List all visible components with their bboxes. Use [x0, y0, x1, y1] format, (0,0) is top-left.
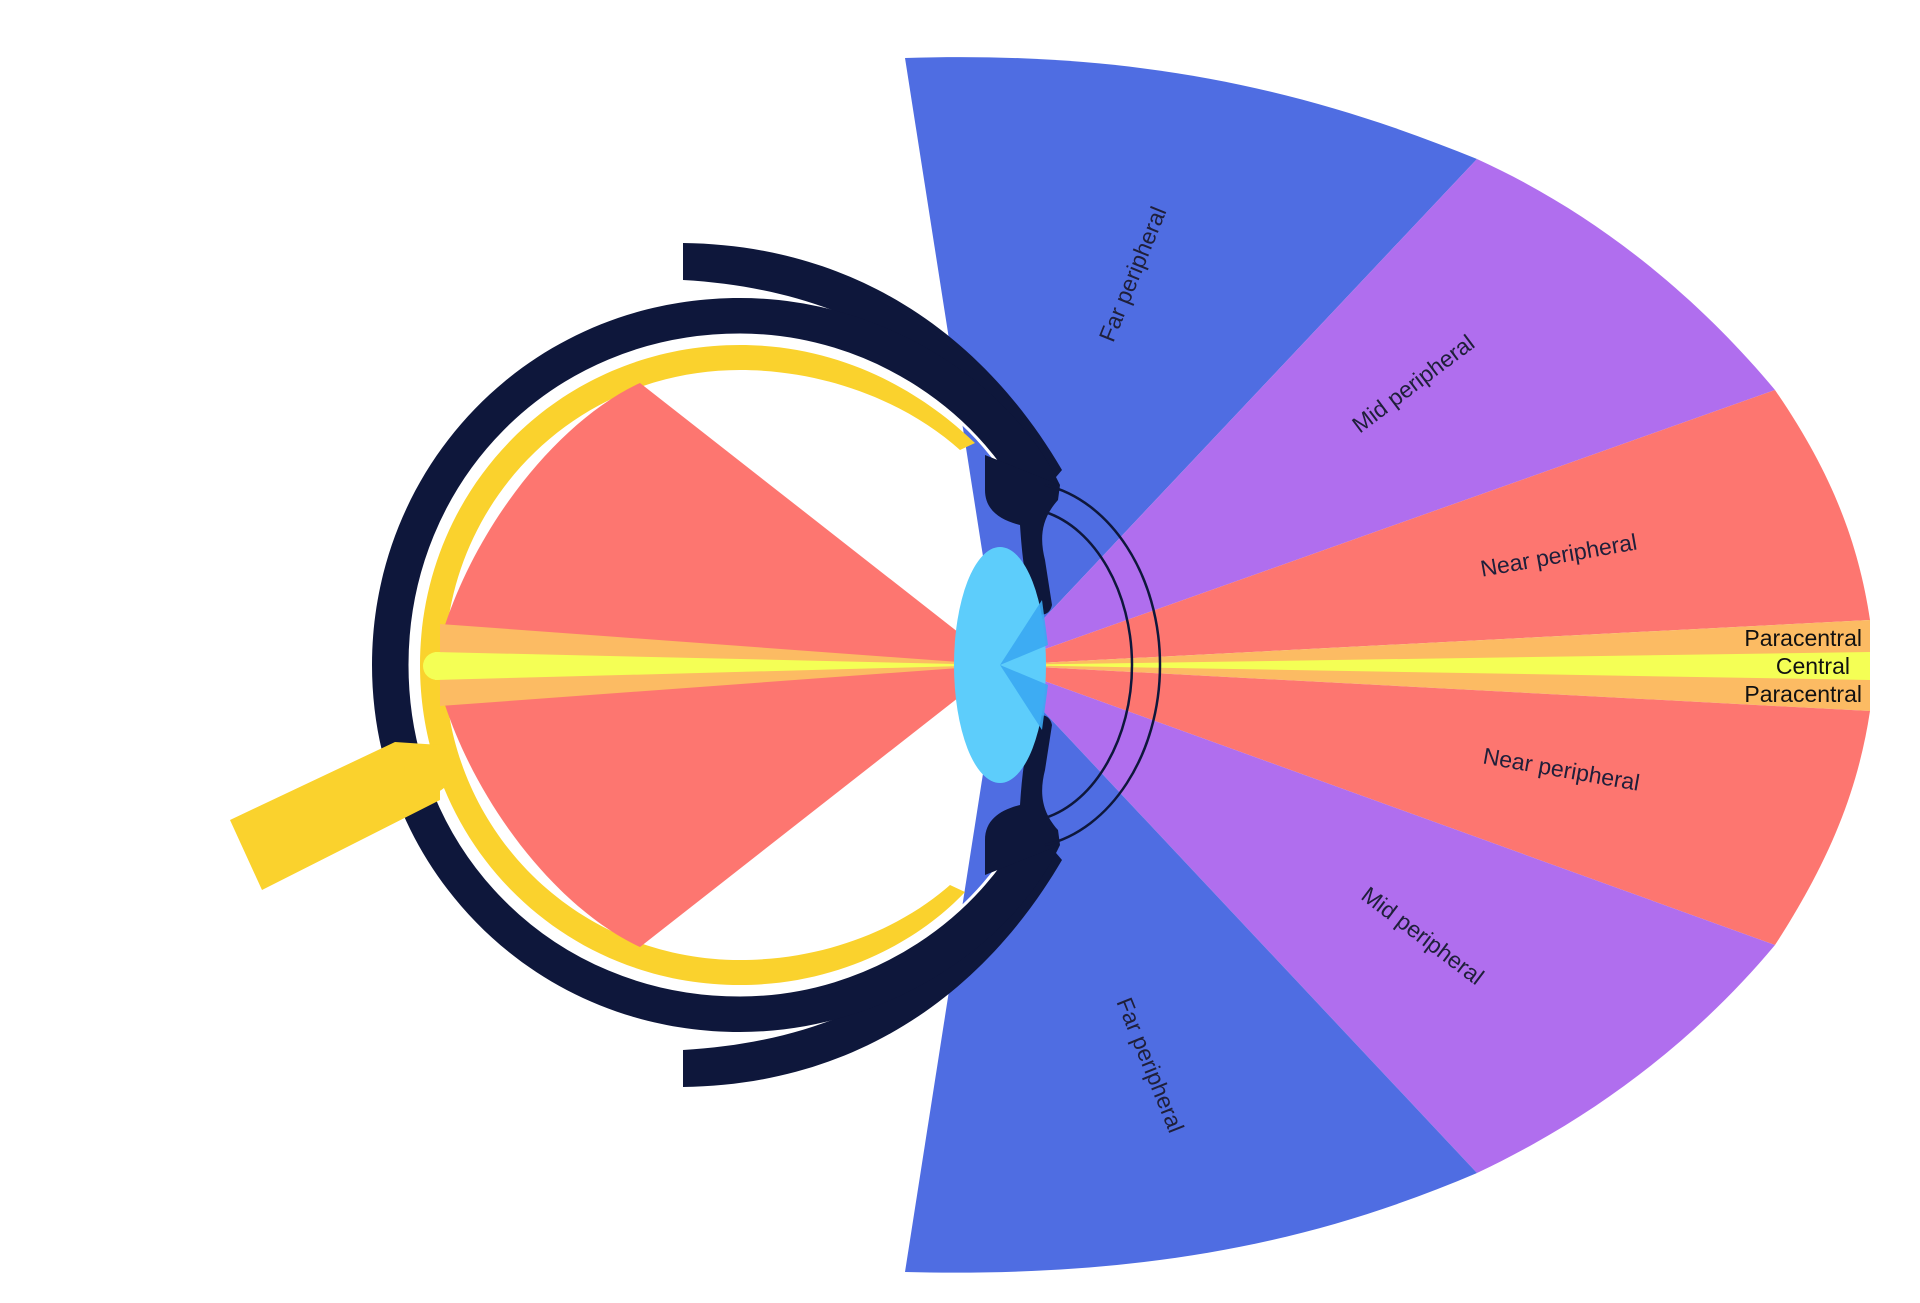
- choroid-line: [408, 333, 1032, 997]
- label-paracentral-bottom: Paracentral: [1744, 681, 1862, 707]
- mid-peripheral-zone-bottom: [1000, 665, 1775, 1173]
- near-peripheral-zone-bottom: [1000, 665, 1870, 945]
- visual-field: [905, 57, 1870, 1273]
- optic-nerve: [230, 742, 440, 890]
- optic-disc: [404, 746, 452, 794]
- central-zone: [1000, 652, 1870, 680]
- near-peripheral-zone-top: [1000, 390, 1870, 665]
- eye: [230, 243, 1162, 1087]
- cornea-outer: [1044, 483, 1162, 847]
- upper-eyelid: [683, 243, 1062, 490]
- ciliary-body-top: [985, 455, 1060, 615]
- lower-eyelid: [683, 840, 1062, 1087]
- fovea: [423, 652, 451, 680]
- cornea-inner: [1044, 510, 1134, 820]
- retina-central-band: [435, 652, 1000, 680]
- lens-beams: [1000, 600, 1048, 730]
- label-central: Central: [1776, 653, 1850, 679]
- retina: [420, 345, 975, 985]
- retina-projection-upper: [445, 383, 1000, 665]
- mid-peripheral-zone-top: [1000, 159, 1775, 665]
- label-paracentral-top: Paracentral: [1744, 625, 1862, 651]
- ciliary-body-bottom: [985, 715, 1060, 875]
- retina-projection-lower: [445, 665, 1000, 947]
